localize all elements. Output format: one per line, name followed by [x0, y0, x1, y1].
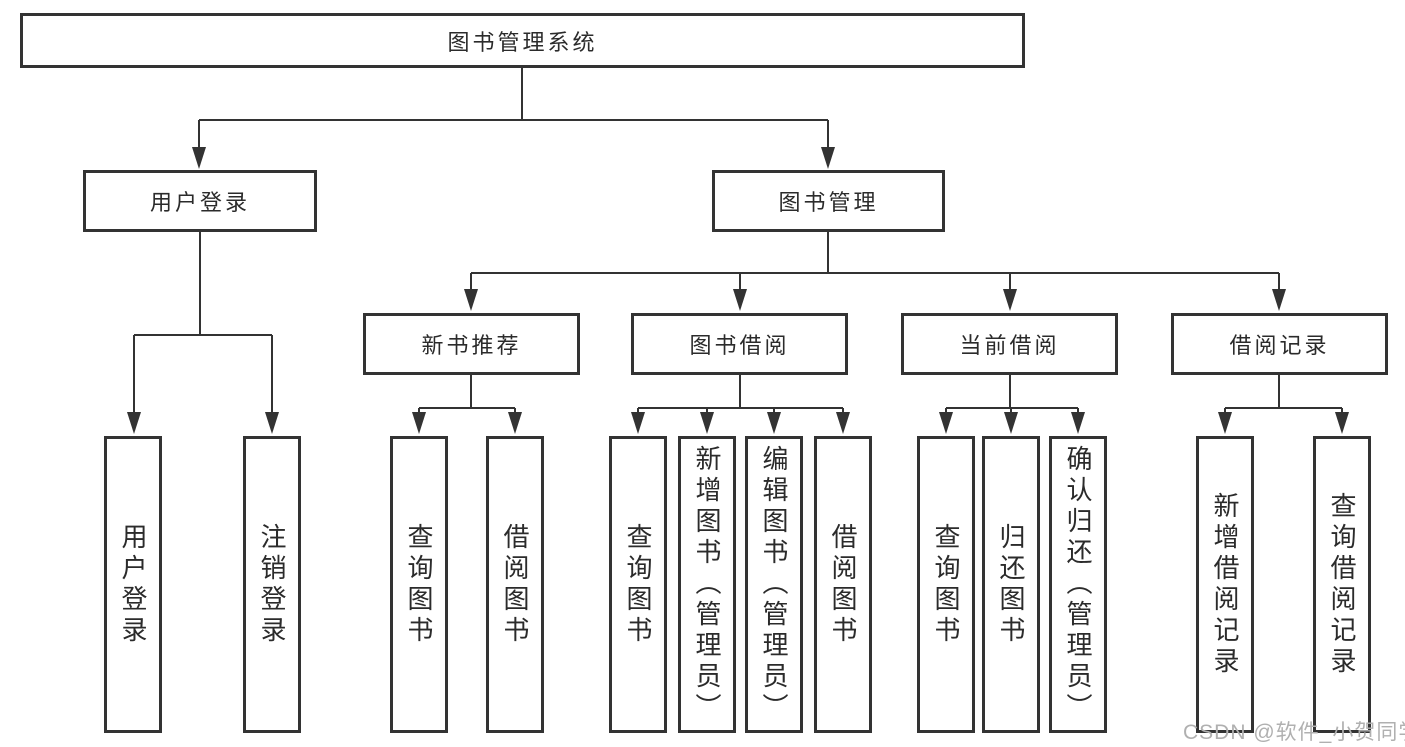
arrow-down-icon	[1218, 412, 1232, 434]
node-label: 借阅图书	[828, 522, 858, 647]
node-label: 查询借阅记录	[1327, 491, 1357, 678]
arrow-down-icon	[836, 412, 850, 434]
node-borrow-books: 借阅图书	[814, 436, 872, 733]
node-label: 借阅记录	[1229, 333, 1330, 358]
node-return-books: 归还图书	[982, 436, 1040, 733]
node-label: 当前借阅	[959, 333, 1060, 358]
arrow-down-icon	[127, 412, 141, 434]
node-logout: 注销登录	[243, 436, 301, 733]
connector-current	[945, 375, 1079, 415]
node-label: 新增图书（管理员）	[692, 445, 722, 724]
node-query-books: 查询图书	[917, 436, 975, 733]
node-add-borrow-record: 新增借阅记录	[1196, 436, 1254, 733]
node-borrowing-records: 借阅记录	[1171, 313, 1388, 375]
node-new-book-recommendation: 新书推荐	[363, 313, 580, 375]
connector-rec	[418, 375, 516, 415]
node-label: 新增借阅记录	[1210, 491, 1240, 678]
node-label: 新书推荐	[421, 333, 522, 358]
node-label: 编辑图书（管理员）	[759, 445, 789, 724]
arrow-down-icon	[265, 412, 279, 434]
arrow-down-icon	[192, 147, 206, 169]
node-label: 注销登录	[257, 522, 287, 647]
arrow-down-icon	[1071, 412, 1085, 434]
connector-root	[198, 68, 829, 150]
arrow-down-icon	[767, 412, 781, 434]
node-label: 确认归还（管理员）	[1063, 445, 1093, 724]
arrow-down-icon	[631, 412, 645, 434]
node-user-login: 用户登录	[104, 436, 162, 733]
arrow-down-icon	[464, 289, 478, 311]
node-library-management-system: 图书管理系统	[20, 13, 1025, 68]
node-label: 查询图书	[623, 522, 653, 647]
node-book-borrowing: 图书借阅	[631, 313, 848, 375]
node-label: 归还图书	[996, 522, 1026, 647]
node-add-books-admin: 新增图书（管理员）	[678, 436, 736, 733]
node-label: 用户登录	[149, 190, 250, 215]
connector-login	[133, 232, 273, 414]
csdn-watermark: CSDN @软件_小贺同学	[1183, 721, 1405, 744]
arrow-down-icon	[733, 289, 747, 311]
node-label: 借阅图书	[500, 522, 530, 647]
arrow-down-icon	[821, 147, 835, 169]
node-book-management-group: 图书管理	[712, 170, 945, 232]
arrow-down-icon	[700, 412, 714, 434]
node-label: 图书管理系统	[447, 29, 598, 55]
node-confirm-return-admin: 确认归还（管理员）	[1049, 436, 1107, 733]
arrow-down-icon	[1272, 289, 1286, 311]
arrow-down-icon	[939, 412, 953, 434]
arrow-down-icon	[508, 412, 522, 434]
connector-borrow	[637, 375, 844, 415]
node-query-borrow-record: 查询借阅记录	[1313, 436, 1371, 733]
node-label: 图书管理	[778, 190, 879, 215]
arrow-down-icon	[1335, 412, 1349, 434]
node-user-login-group: 用户登录	[83, 170, 317, 232]
node-label: 查询图书	[404, 522, 434, 647]
node-label: 图书借阅	[689, 333, 790, 358]
connector-mgmt	[470, 232, 1280, 292]
arrow-down-icon	[1003, 289, 1017, 311]
node-query-books: 查询图书	[609, 436, 667, 733]
node-query-books: 查询图书	[390, 436, 448, 733]
connector-records	[1224, 375, 1343, 415]
node-edit-books-admin: 编辑图书（管理员）	[745, 436, 803, 733]
node-label: 用户登录	[118, 522, 148, 647]
node-borrow-books: 借阅图书	[486, 436, 544, 733]
arrow-down-icon	[1004, 412, 1018, 434]
arrowheads	[127, 147, 1349, 434]
arrow-down-icon	[412, 412, 426, 434]
node-current-borrowing: 当前借阅	[901, 313, 1118, 375]
node-label: 查询图书	[931, 522, 961, 647]
